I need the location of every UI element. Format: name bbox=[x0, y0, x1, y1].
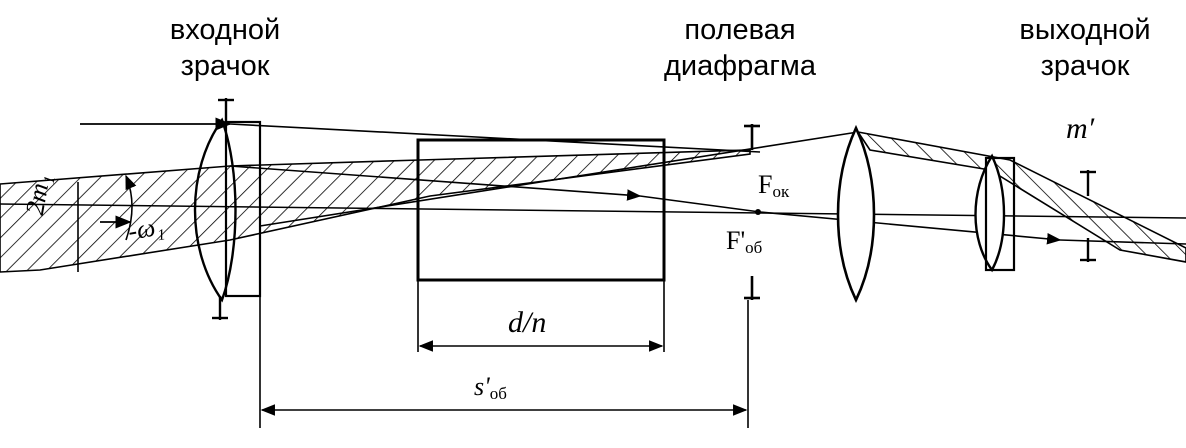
s-ob-main: s' bbox=[474, 372, 490, 401]
s-ob-label: s'об bbox=[474, 372, 507, 404]
entrance-pupil-line1: входной bbox=[169, 14, 281, 46]
f-ok-sub: ок bbox=[772, 182, 790, 201]
f-ok-main: F bbox=[758, 170, 773, 199]
objective-lens bbox=[193, 117, 237, 303]
ray-chief bbox=[259, 131, 859, 227]
f-ok-label: Fок bbox=[758, 170, 789, 202]
omega1-label: -ω₁ bbox=[125, 211, 167, 246]
angle-omega1-arc bbox=[125, 174, 137, 241]
ray-top-cont bbox=[229, 123, 761, 153]
ray-exit-1 bbox=[759, 211, 1062, 245]
exit-pupil-line1: выходной bbox=[1019, 14, 1151, 46]
focal-point bbox=[755, 209, 761, 215]
ray-exit-2 bbox=[1059, 239, 1186, 245]
eyepiece-mount bbox=[984, 156, 1016, 272]
exit-pupil-line2: зрачок bbox=[1040, 50, 1130, 82]
eyepiece-field-lens bbox=[836, 124, 876, 304]
s-ob-sub: об bbox=[489, 384, 507, 403]
f-ob-main: F' bbox=[726, 226, 746, 255]
ray-cross-1 bbox=[229, 165, 642, 201]
d-over-n-label: d/n bbox=[508, 306, 547, 339]
beam-hatched-front bbox=[0, 149, 751, 273]
f-ob-label: F'об bbox=[726, 226, 762, 258]
field-stop-line2: диафрагма bbox=[663, 50, 816, 82]
entrance-pupil-label: входной зрачок bbox=[140, 12, 310, 84]
entrance-pupil-line2: зрачок bbox=[180, 50, 270, 82]
exit-pupil-label: выходной зрачок bbox=[990, 12, 1180, 84]
prism-block bbox=[416, 138, 666, 282]
field-stop-line1: полевая bbox=[684, 14, 796, 46]
field-stop-label: полевая диафрагма bbox=[630, 12, 850, 84]
objective-mount bbox=[224, 120, 262, 298]
ray-cross-2 bbox=[639, 195, 761, 213]
f-ob-sub: об bbox=[745, 238, 763, 257]
beam-hatched-rear bbox=[856, 130, 1186, 263]
m-prime-label: m′ bbox=[1066, 112, 1095, 145]
